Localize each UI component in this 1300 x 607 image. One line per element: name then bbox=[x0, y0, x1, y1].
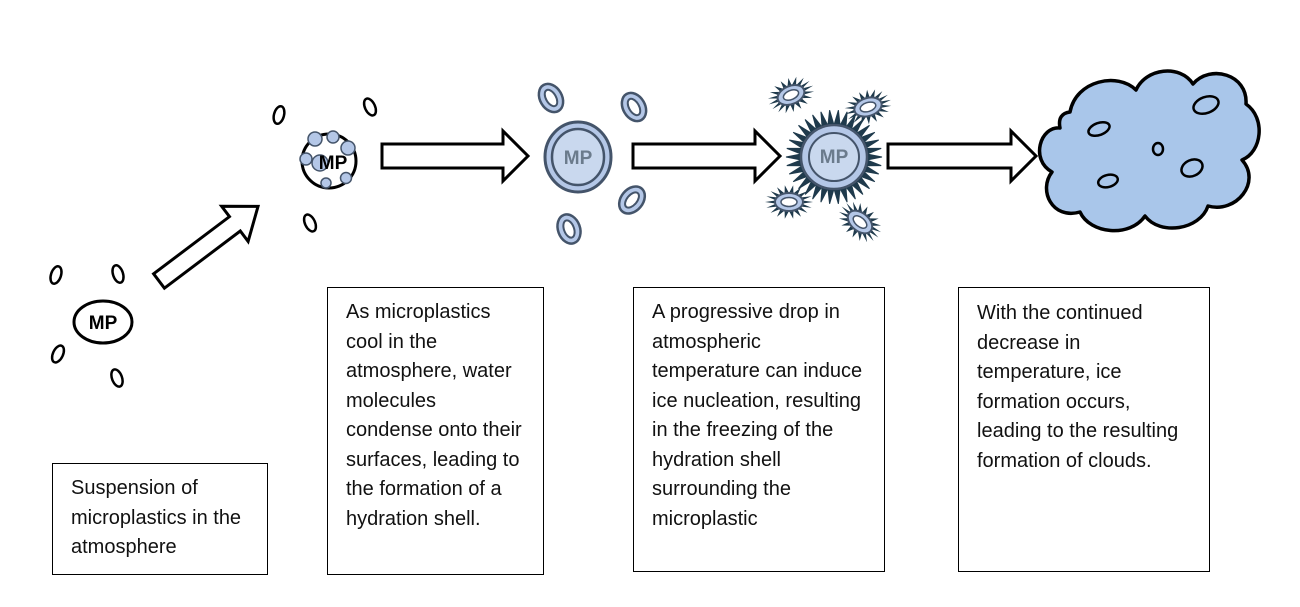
water-droplet bbox=[620, 91, 648, 123]
ice-particle bbox=[1180, 158, 1204, 178]
caption-step-4: With the continued decrease in temperatu… bbox=[958, 287, 1210, 572]
caption-step-1: Suspension of microplastics in the atmos… bbox=[52, 463, 268, 575]
caption-step-3: A progressive drop in atmospheric temper… bbox=[633, 287, 885, 572]
water-molecule bbox=[50, 344, 66, 364]
microplastic-label: MP bbox=[564, 148, 593, 169]
water-molecule bbox=[272, 104, 286, 126]
water-droplet bbox=[320, 177, 332, 189]
water-droplet bbox=[307, 131, 323, 147]
ice-particle bbox=[1087, 120, 1111, 138]
arrow-icon bbox=[151, 204, 261, 291]
stage-2-hydration-shell: MP bbox=[272, 97, 378, 233]
microplastic-label: MP bbox=[820, 147, 849, 168]
stage-5-cloud bbox=[1037, 69, 1261, 233]
ice-crystal-icon bbox=[844, 89, 892, 125]
water-droplet bbox=[311, 154, 329, 172]
caption-step-2: As microplastics cool in the atmosphere,… bbox=[327, 287, 544, 575]
ice-crystal-icon bbox=[765, 185, 813, 219]
stage-4-ice-nucleation: MP bbox=[765, 76, 892, 243]
microplastic-core bbox=[550, 127, 606, 187]
arrow-icon bbox=[631, 127, 783, 185]
arrow-icon bbox=[380, 127, 531, 185]
water-droplet bbox=[339, 171, 353, 185]
water-droplet bbox=[340, 140, 356, 156]
ice-particle bbox=[1096, 173, 1120, 189]
water-molecule bbox=[362, 97, 378, 117]
stage-3-droplet: MP bbox=[537, 82, 648, 245]
microplastic-label: MP bbox=[319, 153, 348, 174]
arrow-icon bbox=[886, 127, 1039, 185]
water-droplet bbox=[617, 185, 647, 215]
stage-1-suspension: MP bbox=[49, 264, 134, 388]
ice-crystal-group bbox=[765, 76, 892, 243]
ice-crystal-icon bbox=[767, 76, 815, 114]
microplastic-particle bbox=[72, 299, 134, 345]
water-molecule bbox=[111, 264, 125, 284]
water-droplet bbox=[556, 213, 582, 245]
water-molecule bbox=[110, 368, 124, 388]
microplastic-core bbox=[808, 132, 860, 182]
ice-crystal-icon bbox=[838, 201, 882, 243]
water-molecule bbox=[302, 213, 318, 233]
water-droplet bbox=[326, 130, 340, 144]
ice-particle bbox=[1151, 141, 1165, 157]
ice-particle bbox=[1192, 95, 1220, 115]
water-molecule bbox=[49, 265, 63, 285]
microplastic-label: MP bbox=[89, 313, 118, 334]
water-droplet bbox=[299, 152, 313, 166]
cloud-icon bbox=[1037, 69, 1261, 233]
water-droplet bbox=[537, 82, 565, 114]
